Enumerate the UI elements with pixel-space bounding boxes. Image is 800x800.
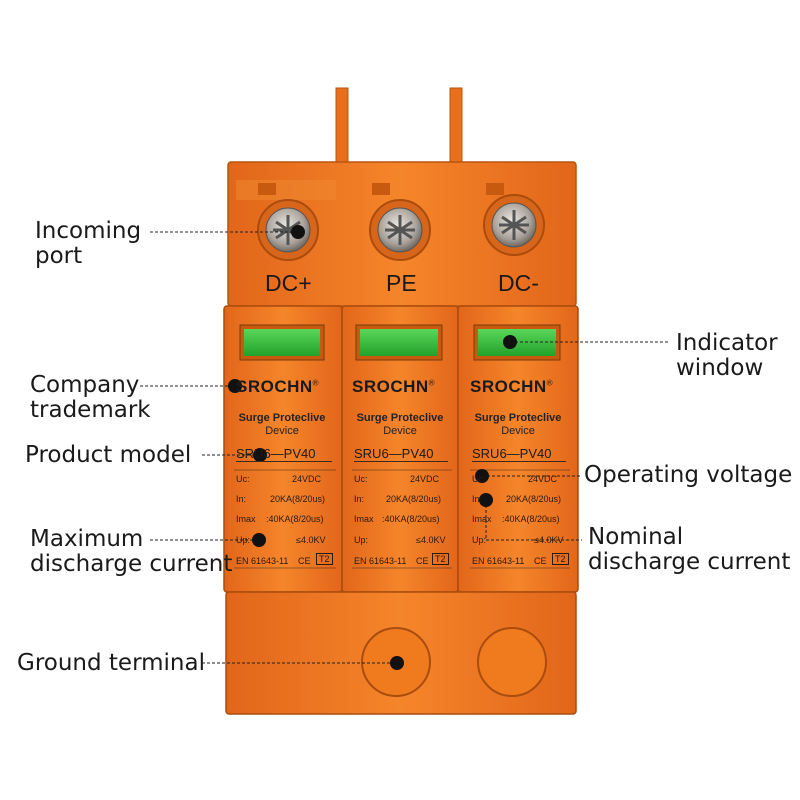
imax-value-middle: :40KA(8/20us): [382, 514, 440, 524]
leader-lines: [140, 231, 668, 664]
callout-product-model: Product model: [25, 442, 192, 468]
up-value-left: ≤4.0KV: [296, 535, 326, 545]
terminal-label-dc-minus: DC-: [498, 270, 539, 296]
ce-mark-right: CE: [534, 556, 547, 566]
product-model-right: SRU6—PV40: [472, 446, 566, 462]
terminal-label-pe: PE: [386, 270, 417, 296]
max-discharge-dot: [252, 533, 266, 547]
brand-logo-left: SROCHN®: [236, 377, 320, 396]
in-value-left: 20KA(8/20us): [270, 494, 326, 504]
indicator-window-left: [244, 329, 320, 356]
product-model-left: SRU6—PV40: [236, 446, 332, 462]
uc-value-right: 24VDC: [528, 474, 558, 484]
imax-label-left: Imax: [236, 514, 256, 524]
imax-value-left: :40KA(8/20us): [266, 514, 324, 524]
up-label-middle: Up:: [354, 535, 369, 545]
product-model-middle: SRU6—PV40: [354, 446, 448, 462]
ce-mark-left: CE: [298, 556, 311, 566]
in-value-middle: 20KA(8/20us): [386, 494, 442, 504]
standard-right: EN 61643-11: [472, 556, 525, 566]
class-mark-left: T2: [316, 553, 333, 565]
terminal-label-dc-plus: DC+: [265, 270, 312, 296]
indicator-window-dot: [503, 335, 517, 349]
module-left: [223, 305, 343, 593]
callout-operating-voltage: Operating voltage: [584, 462, 793, 488]
standard-middle: EN 61643-11: [354, 556, 407, 566]
class-mark-middle: T2: [432, 553, 449, 565]
brand-logo-middle: SROCHN®: [352, 377, 436, 396]
in-label-middle: In:: [354, 494, 365, 504]
trademark-dot: [228, 379, 242, 393]
module-middle: [341, 305, 459, 593]
indicator-window-middle: [360, 329, 438, 356]
ce-mark-middle: CE: [416, 556, 429, 566]
model-dot: [253, 448, 267, 462]
uc-label-left: Uc:: [236, 474, 250, 484]
ground-terminal-dot: [390, 656, 404, 670]
in-label-left: In:: [236, 494, 247, 504]
top-pins: [332, 87, 466, 184]
uc-value-left: 24VDC: [292, 474, 322, 484]
imax-label-middle: Imax: [354, 514, 374, 524]
standard-left: EN 61643-11: [236, 556, 289, 566]
operating-voltage-dot: [475, 469, 489, 483]
up-label-left: Up:: [236, 535, 251, 545]
brand-logo-right: SROCHN®: [470, 377, 554, 396]
incoming-port-dot: [291, 225, 305, 239]
nominal-discharge-dot: [479, 493, 493, 507]
callout-ground-terminal: Ground terminal: [17, 650, 205, 676]
up-value-right: ≤4.0KV: [534, 535, 564, 545]
uc-label-right: Uc:: [472, 474, 486, 484]
terminal-screw-pe: [369, 199, 431, 261]
module-right: [457, 305, 579, 593]
spec-lines: [234, 469, 570, 569]
terminal-screw-dc-plus: [257, 199, 319, 261]
up-label-right: Up:: [472, 535, 487, 545]
terminal-screw-dc-minus: [483, 194, 545, 256]
class-mark-right: T2: [552, 553, 569, 565]
in-label-right: In:: [472, 494, 483, 504]
imax-label-right: Imax: [472, 514, 492, 524]
uc-label-middle: Uc:: [354, 474, 368, 484]
lower-housing: [225, 591, 577, 715]
in-value-right: 20KA(8/20us): [506, 494, 562, 504]
imax-value-right: :40KA(8/20us): [502, 514, 560, 524]
up-value-middle: ≤4.0KV: [416, 535, 446, 545]
uc-value-middle: 24VDC: [410, 474, 440, 484]
